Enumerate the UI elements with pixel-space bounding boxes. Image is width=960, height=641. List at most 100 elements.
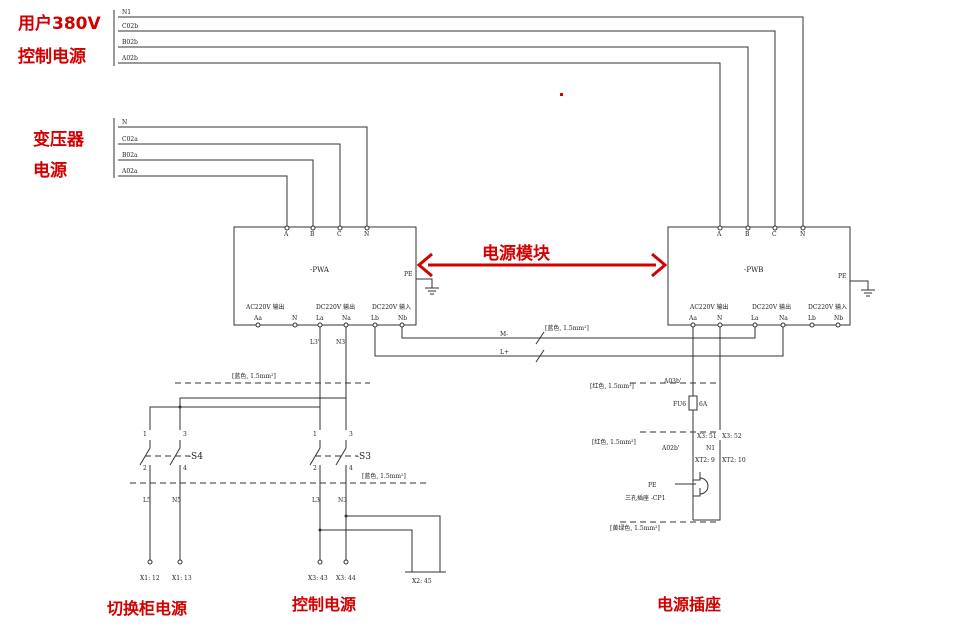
- s3-pin3: 3: [349, 431, 353, 438]
- pwa-term-na: Na: [342, 315, 351, 322]
- power-module-double-arrow: [416, 252, 668, 278]
- pwb-input-b: B: [745, 231, 750, 238]
- label-user-380v: 用户380V: [18, 13, 101, 34]
- pwa-group-dc220v-out: DC220V 输出: [316, 303, 355, 311]
- pwa-name: -PWA: [310, 266, 330, 274]
- s4-l-feed: [149, 406, 320, 430]
- pwb-term-n: N: [717, 315, 722, 322]
- red-dot-marker: [560, 93, 563, 96]
- l-plus-tick: [535, 349, 545, 363]
- s3-switch: [309, 440, 358, 560]
- x2-stub-label: X2: 45: [412, 578, 432, 585]
- pwa-input-n: N: [364, 231, 369, 238]
- pwb-module-box: [667, 226, 851, 326]
- label-switch-cabinet-power: 切换柜电源: [107, 599, 187, 618]
- transformer-bus-b02a: B02a: [122, 152, 138, 159]
- transformer-bus-lines: [118, 126, 368, 228]
- label-power-module: 电源模块: [482, 243, 551, 264]
- pwa-term-lb: Lb: [371, 315, 379, 322]
- a02b-label: A02b': [661, 445, 680, 452]
- label-transformer-power: 电源: [33, 160, 67, 181]
- fu6-fuse-icon: [688, 395, 698, 411]
- wire-spec-yg: [黄绿色, 1.5mm²]: [610, 524, 660, 532]
- n3-prime-label: N3': [336, 339, 347, 346]
- n5-label: N5: [172, 497, 181, 504]
- m-minus-wire: [401, 327, 756, 339]
- pwa-module-box: [233, 226, 417, 326]
- pwa-term-n: N: [292, 315, 297, 322]
- pwb-term-nb: Nb: [834, 315, 843, 322]
- pwa-input-b: B: [310, 231, 315, 238]
- user-bus-c02b: C02b: [122, 23, 138, 30]
- s4-label: -S4: [188, 452, 203, 462]
- s3-label: -S3: [356, 452, 371, 462]
- s4-switch: [139, 440, 190, 560]
- pwb-group-dc220v-in: DC220V 输入: [808, 303, 847, 311]
- transformer-bus-n: N: [122, 119, 127, 126]
- transformer-bus-c02a: C02a: [122, 136, 138, 143]
- label-power-socket: 电源插座: [657, 595, 721, 614]
- pwb-term-la: La: [751, 315, 759, 322]
- pwa-group-ac220v-out: AC220V 输出: [245, 303, 285, 311]
- wire-spec-red-2: [红色, 1.5mm²]: [592, 438, 636, 446]
- x3-44-label: X3: 44: [336, 575, 356, 582]
- m-minus-tick: [535, 331, 545, 345]
- wire-spec-blue-1: [蓝色, 1.5mm²]: [232, 372, 276, 380]
- l5-label: L5: [143, 497, 151, 504]
- socket-cp1-icon: [675, 472, 709, 497]
- l-plus-label: L+: [500, 349, 509, 356]
- fu6-rating: 6A: [699, 401, 708, 408]
- socket-pe-label: PE: [648, 482, 656, 489]
- s4-pin1: 1: [143, 431, 147, 438]
- pwa-group-dc220v-in: DC220V 输入: [372, 303, 411, 311]
- pwa-input-terminals: [284, 225, 370, 231]
- pwa-term-nb: Nb: [398, 315, 407, 322]
- user-bus-a02b: A02b: [121, 55, 138, 62]
- n1-label: N1: [706, 445, 715, 452]
- m-minus-wire-spec: [蓝色, 1.5mm²]: [545, 324, 589, 332]
- label-transformer: 变压器: [33, 129, 85, 150]
- pwa-input-a: A: [283, 231, 289, 238]
- pwb-group-ac220v-out: AC220V 输出: [689, 303, 729, 311]
- pwb-term-aa: Aa: [688, 315, 697, 322]
- a03b-label: A03b': [663, 378, 682, 385]
- user-bus-n1: N1: [122, 9, 131, 16]
- user-bus-b02b: B02b: [122, 39, 138, 46]
- x3-43-label: X3: 43: [308, 575, 328, 582]
- pwb-input-n: N: [800, 231, 805, 238]
- s3-pin1: 1: [313, 431, 317, 438]
- pwb-ground-icon: [861, 289, 875, 297]
- wire-spec-red-1: [红色, 1.5mm²]: [590, 382, 634, 390]
- fu6-label: FU6: [673, 401, 686, 408]
- x3-52-label: X3: 52: [722, 433, 742, 440]
- s4-n-feed: [179, 397, 346, 430]
- pwb-input-c: C: [772, 231, 777, 238]
- pwa-pe-wire: [416, 278, 433, 288]
- pwa-ground-icon: [425, 287, 439, 295]
- l-plus-wire: [374, 327, 784, 357]
- pwb-group-dc220v-out: DC220V 输出: [752, 303, 791, 311]
- l3-prime-label: L3': [310, 339, 320, 346]
- pwa-term-aa: Aa: [253, 315, 262, 322]
- pwb-term-na: Na: [779, 315, 788, 322]
- x1-13-label: X1: 13: [172, 575, 192, 582]
- pwb-term-lb: Lb: [808, 315, 816, 322]
- wire-spec-blue-2: [蓝色, 1.5mm²]: [362, 472, 406, 480]
- socket-return-wire: [693, 480, 721, 521]
- pwb-input-terminals: [717, 225, 806, 231]
- x2-stub-wire-2: [346, 515, 441, 572]
- l3-label: L3: [312, 497, 320, 504]
- label-control-power: 控制电源: [292, 595, 356, 614]
- x2-stub-wire-1: [320, 529, 413, 572]
- s4-pin3: 3: [183, 431, 187, 438]
- cp1-label: 三孔插座 -CP1: [625, 494, 665, 502]
- user-bus-lines: [118, 16, 804, 228]
- n3-label: N3: [338, 497, 347, 504]
- pwa-term-la: La: [316, 315, 324, 322]
- pwb-pe-wire: [850, 280, 869, 290]
- pwb-pe: PE: [838, 273, 846, 280]
- transformer-bus-a02a: A02a: [121, 168, 138, 175]
- s4-pin2: 2: [143, 465, 147, 472]
- label-user-control-power: 控制电源: [18, 46, 86, 67]
